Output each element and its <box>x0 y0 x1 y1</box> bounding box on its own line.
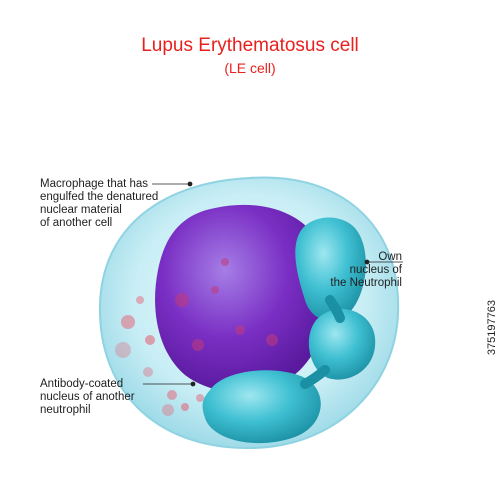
stock-image-id: 375197763 <box>486 300 498 356</box>
antibody-nucleus-label: Antibody-coated nucleus of another neutr… <box>40 378 135 416</box>
macrophage-label: Macrophage that has engulfed the denatur… <box>40 178 159 229</box>
own-nucleus-label: Own nucleus of the Neutrophil <box>330 251 402 289</box>
diagram-title: Lupus Erythematosus cell <box>141 35 359 56</box>
leader-lines <box>143 181 403 387</box>
engulfed-spots <box>175 258 278 351</box>
diagram-subtitle: (LE cell) <box>224 60 276 76</box>
neutrophil-nucleus-lobes <box>202 217 376 444</box>
